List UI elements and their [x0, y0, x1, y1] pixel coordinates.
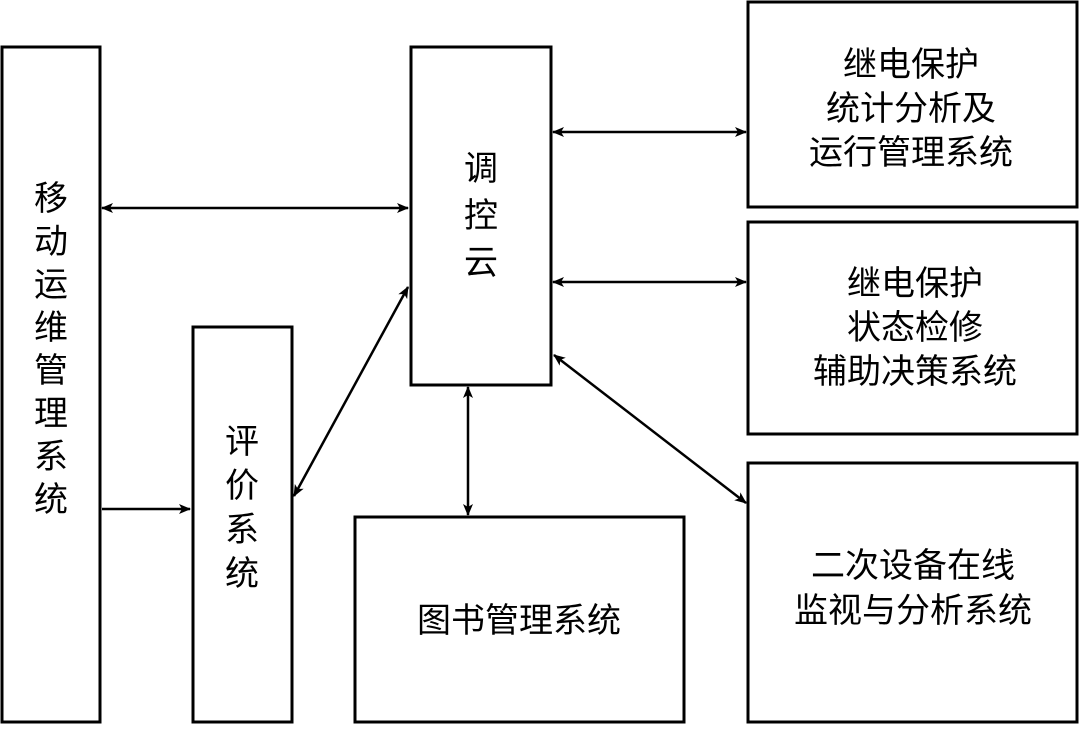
node-relay-maintenance-system: 继电保护 状态检修 辅助决策系统	[746, 220, 1079, 436]
edge-eval-cloud	[292, 286, 410, 497]
node-relay-maint-line-1: 继电保护	[847, 264, 983, 304]
node-secondary-equipment-system: 二次设备在线 监视与分析系统	[746, 461, 1079, 724]
node-library-system: 图书管理系统	[353, 515, 686, 724]
node-relay-stats-system: 继电保护 统计分析及 运行管理系统	[746, 0, 1079, 209]
node-relay-stats-line-3: 运行管理系统	[809, 133, 1013, 173]
edge-cloud-secondary	[553, 354, 747, 504]
node-relay-stats-line-1: 继电保护	[843, 45, 979, 85]
node-secondary-line-1: 二次设备在线	[811, 546, 1015, 586]
node-relay-stats-line-2: 统计分析及	[826, 89, 996, 129]
node-dispatch-cloud-label: 调控云	[464, 149, 498, 283]
node-relay-maint-line-2: 状态检修	[847, 308, 983, 348]
node-evaluation-system: 评价系统	[191, 325, 294, 724]
node-relay-maint-line-3: 辅助决策系统	[813, 352, 1017, 392]
node-mobile-om-system: 移动运维管理系统	[0, 45, 102, 724]
node-dispatch-cloud: 调控云	[409, 45, 553, 387]
node-library-label: 图书管理系统	[417, 601, 621, 641]
node-mobile-om-label: 移动运维管理系统	[34, 179, 68, 520]
node-evaluation-label: 评价系统	[225, 422, 259, 594]
node-secondary-line-2: 监视与分析系统	[794, 591, 1032, 631]
